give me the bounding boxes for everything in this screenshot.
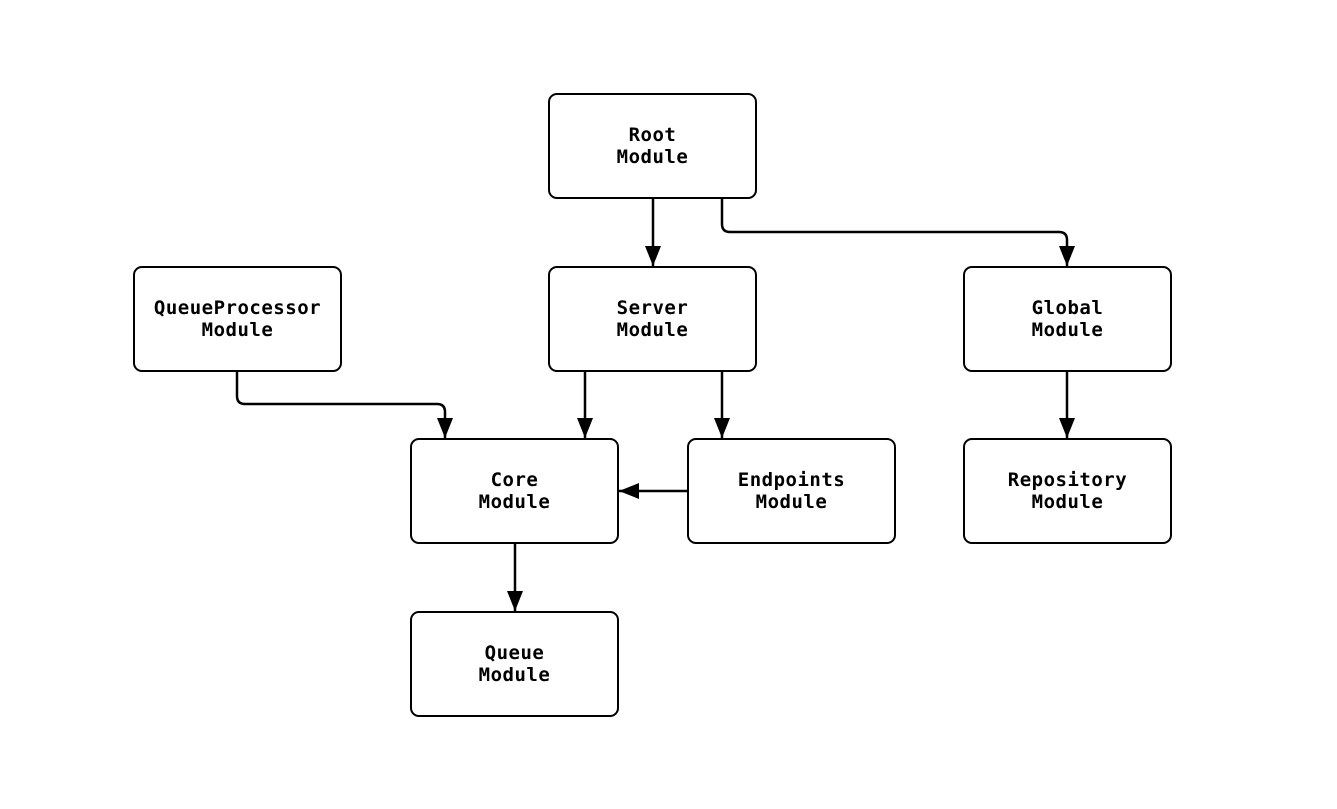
node-queue-module: Queue Module xyxy=(410,611,619,717)
node-label-line: Repository xyxy=(1007,469,1128,491)
node-core-module: Core Module xyxy=(410,438,619,544)
node-endpoints-module: Endpoints Module xyxy=(687,438,896,544)
node-label-line: Server xyxy=(616,297,689,319)
node-server-module: Server Module xyxy=(548,266,757,372)
node-label-line: Module xyxy=(478,491,551,513)
edge-root-to-global xyxy=(720,198,1075,266)
node-label-line: Module xyxy=(755,491,828,513)
node-label-line: Queue xyxy=(484,642,545,664)
node-global-module: Global Module xyxy=(963,266,1172,372)
node-root-module: Root Module xyxy=(548,93,757,199)
node-label-line: Endpoints xyxy=(737,469,846,491)
node-queueprocessor-module: QueueProcessor Module xyxy=(133,266,342,372)
edge-queueprocessor-to-core xyxy=(235,372,453,438)
node-label-line: Root xyxy=(628,124,677,146)
node-label-line: Module xyxy=(1031,491,1104,513)
node-repository-module: Repository Module xyxy=(963,438,1172,544)
node-label-line: Module xyxy=(478,664,551,686)
node-label-line: Module xyxy=(201,319,274,341)
node-label-line: Module xyxy=(616,146,689,168)
node-label-line: Module xyxy=(616,319,689,341)
node-label-line: QueueProcessor xyxy=(153,297,322,319)
node-label-line: Module xyxy=(1031,319,1104,341)
node-label-line: Global xyxy=(1031,297,1104,319)
node-label-line: Core xyxy=(490,469,539,491)
